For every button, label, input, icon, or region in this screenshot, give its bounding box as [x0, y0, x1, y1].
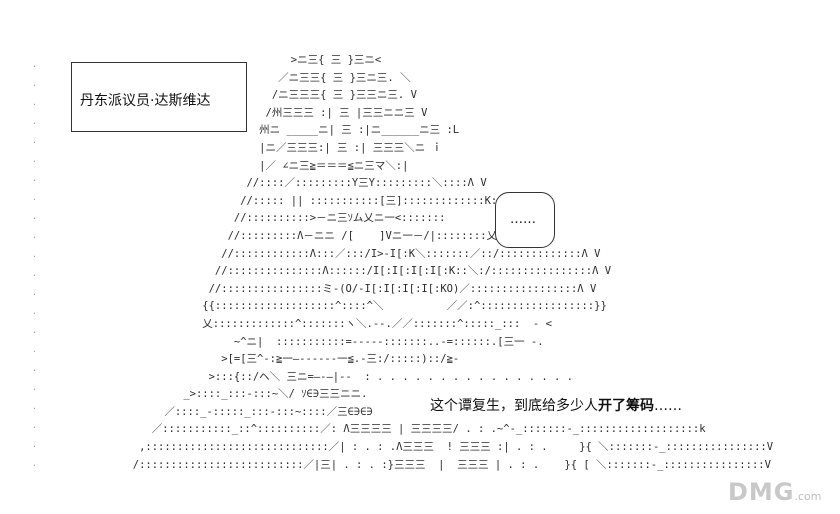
- ascii-art-line: ~^ニ| :::::::::::=-----:::::::..-=::::::.…: [233, 335, 544, 348]
- ascii-art-line: //::::::::::::Λ:::／:::/I>-I[:K＼:::::::／:…: [221, 247, 601, 260]
- name-label: 丹东派议员·达斯维达: [80, 93, 211, 109]
- margin-dot: .: [32, 174, 37, 183]
- margin-dot: .: [32, 212, 37, 221]
- margin-dot: .: [32, 440, 37, 449]
- ascii-art-line: >[=[三^-:≧一―------一≦.-三:/:::::)::/≧-: [221, 353, 460, 366]
- ascii-art-line: //::::: || :::::::::::[三]:::::::::::::K:…: [240, 194, 510, 207]
- watermark-logo: DMG.com: [728, 478, 822, 506]
- watermark-domain: .com: [794, 490, 822, 503]
- ascii-art-line: ／ニ三三{ 三 }三ニ三. ＼: [278, 71, 411, 84]
- margin-dot: .: [32, 364, 37, 373]
- ascii-art-line: //::::::::::>－ニ三ｿム乂ニ一<:::::::: [233, 212, 446, 225]
- margin-dot: .: [32, 250, 37, 259]
- margin-dot: .: [32, 269, 37, 278]
- margin-dot: .: [32, 231, 37, 240]
- ascii-art-line: /ニ三三三{ 三 }三三ニ三. V: [271, 89, 417, 102]
- margin-dot: .: [32, 307, 37, 316]
- ascii-art-line: >:::{::/ヘ＼ 三ニ=―-―|-- : . . . . . . . . .…: [208, 370, 574, 383]
- ascii-art-line: /::::::::::::::::::::::::::／|三| . : . :}…: [132, 458, 771, 471]
- ascii-art-line: //::::／:::::::::Y三Y:::::::::＼::::Λ V: [246, 177, 487, 190]
- margin-dot: .: [32, 136, 37, 145]
- margin-dot: .: [32, 402, 37, 411]
- margin-dot: .: [32, 79, 37, 88]
- ascii-art-line: 乂:::::::::::::^:::::::ヽ＼.--.／／:::::::^::…: [202, 317, 552, 330]
- speech-bubble: ……: [495, 192, 555, 248]
- margin-dots: ......................: [32, 60, 37, 480]
- caption-trailing: ……: [654, 398, 682, 414]
- ascii-art-line: //:::::::::Λ－ニニ /[ ]Vニ一－/|::::::::乂: [227, 229, 498, 242]
- ascii-art-line: //:::::::::::::::Λ::::::/I[:I[:I[:I[:K::…: [214, 265, 612, 278]
- caption: 这个谭复生，到底给多少人开了筹码……: [428, 395, 684, 415]
- margin-dot: .: [32, 117, 37, 126]
- watermark-brand: DMG: [728, 478, 795, 506]
- margin-dot: .: [32, 193, 37, 202]
- caption-text: 这个谭复生，到底给多少人: [430, 398, 598, 414]
- margin-dot: .: [32, 60, 37, 69]
- caption-emphasis: 开了筹码: [598, 398, 654, 414]
- ascii-art-line: |／ ∠ニ三≧＝＝＝≦ニ三マ＼:|: [259, 159, 409, 172]
- margin-dot: .: [32, 155, 37, 164]
- ascii-art-line: //::::::::::::::::ミ-(O/-I[:I[:I[:I[:KO)／…: [208, 282, 597, 295]
- ascii-art-line: 州ニ _____ニ| 三 :|ニ______ニ三 :L: [259, 124, 460, 137]
- speech-bubble-text: ……: [510, 212, 536, 227]
- ascii-art-line: _>::::_:::-:::~＼/ ｿ∈∋三三ニニ.: [183, 388, 368, 401]
- margin-dot: .: [32, 326, 37, 335]
- margin-dot: .: [32, 98, 37, 107]
- ascii-art-figure: >ニ三{ 三 }三ニ< ／ニ三三{ 三 }三ニ三. ＼ /ニ三三三{ 三 }三三…: [0, 52, 773, 474]
- ascii-art-line: ／:::::::::::_::^::::::::::／: Λ三三三三 | 三三三…: [151, 423, 706, 436]
- margin-dot: .: [32, 288, 37, 297]
- margin-dot: .: [32, 459, 37, 468]
- margin-dot: .: [32, 383, 37, 392]
- ascii-art-line: {{:::::::::::::::::::^::::^＼ ／／:^:::::::…: [202, 300, 607, 313]
- ascii-art-line: |ニ／三三三:| 三 :| 三三三＼ニ ｉ: [259, 141, 443, 154]
- name-box: 丹东派议员·达斯维达: [71, 62, 247, 132]
- ascii-art-line: /州三三三 :| 三 |三三ニニ三 V: [265, 106, 428, 119]
- margin-dot: .: [32, 345, 37, 354]
- ascii-art-line: ,:::::::::::::::::::::::::::::／| : . : .…: [139, 441, 774, 454]
- ascii-art-line: ／::::_-:::::_:::-:::~::::／三∈∋∈∋: [164, 405, 373, 418]
- ascii-art-line: >ニ三{ 三 }三ニ<: [290, 54, 382, 66]
- margin-dot: .: [32, 421, 37, 430]
